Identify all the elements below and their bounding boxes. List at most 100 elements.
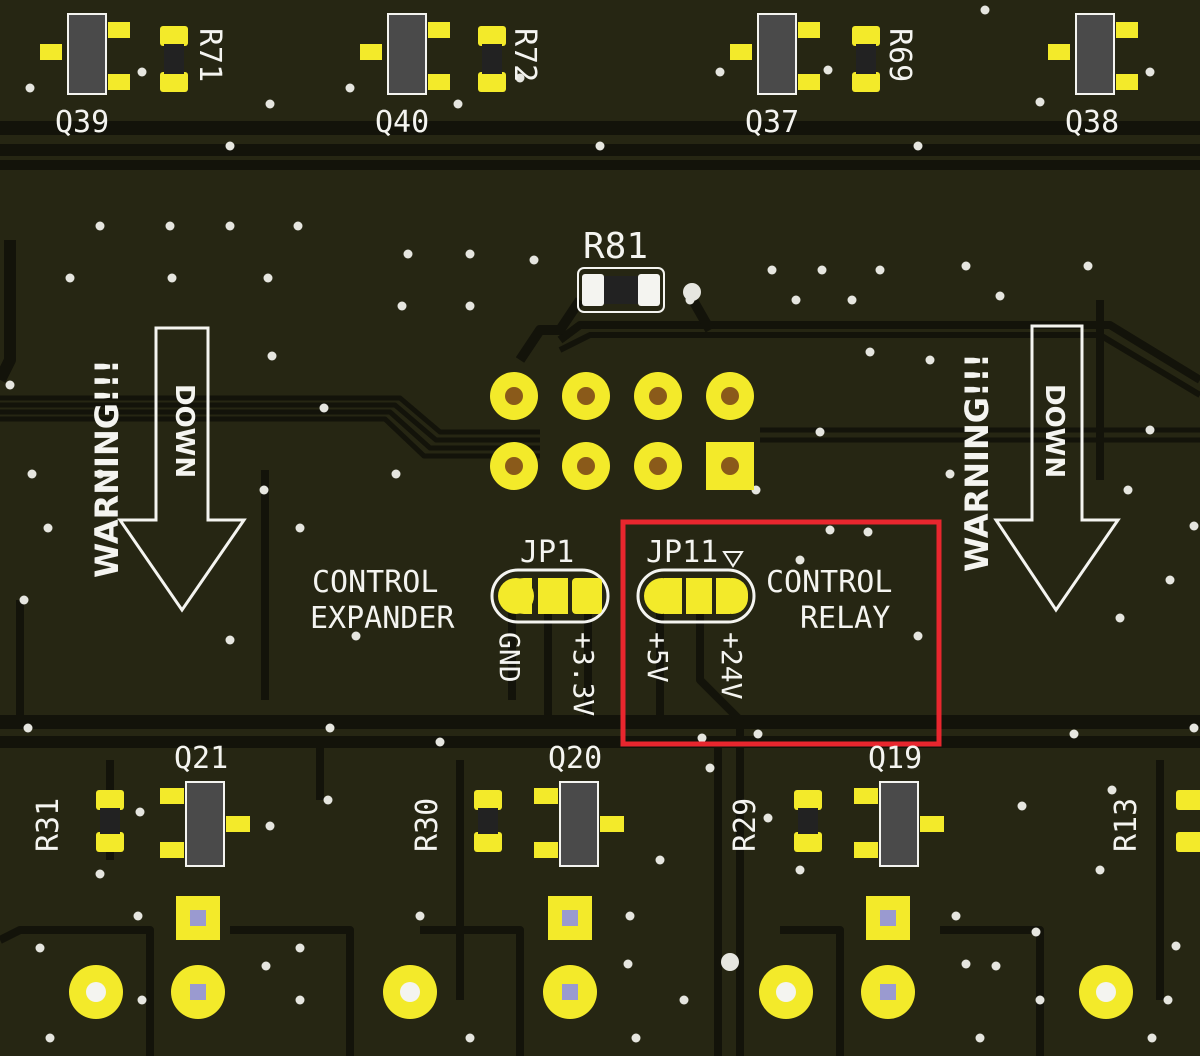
via <box>1163 995 1173 1005</box>
via <box>319 403 329 413</box>
jp11-pin-5v: +5V <box>641 632 674 683</box>
via <box>623 959 633 969</box>
via <box>415 911 425 921</box>
transistor-q39 <box>40 13 130 95</box>
via <box>767 265 777 275</box>
right-warning-arrow <box>993 324 1121 613</box>
via <box>1171 941 1181 951</box>
via <box>875 265 885 275</box>
transistor-q37 <box>730 13 820 95</box>
via <box>1069 729 1079 739</box>
via <box>351 631 361 641</box>
via <box>961 261 971 271</box>
via <box>225 221 235 231</box>
via <box>265 99 275 109</box>
via <box>795 555 805 565</box>
via <box>1115 613 1125 623</box>
pin1-triangle-icon <box>722 551 744 568</box>
via <box>529 255 539 265</box>
ref-r13: R13 <box>1109 798 1144 852</box>
via <box>1031 927 1041 937</box>
via <box>267 351 277 361</box>
via <box>951 911 961 921</box>
via <box>753 729 763 739</box>
via <box>27 469 37 479</box>
via <box>515 73 525 83</box>
via <box>391 469 401 479</box>
via <box>631 1033 641 1043</box>
resistor-r13 <box>1176 790 1200 852</box>
via <box>705 763 715 773</box>
via <box>265 821 275 831</box>
via <box>345 83 355 93</box>
ref-q21: Q21 <box>174 741 228 776</box>
via <box>715 67 725 77</box>
via <box>975 1033 985 1043</box>
via <box>679 995 689 1005</box>
via <box>980 5 990 15</box>
via <box>1035 97 1045 107</box>
ref-r71: R71 <box>192 28 227 82</box>
via <box>1017 801 1027 811</box>
via <box>25 83 35 93</box>
via <box>95 221 105 231</box>
via <box>261 961 271 971</box>
via <box>225 141 235 151</box>
via <box>625 911 635 921</box>
via <box>1189 723 1199 733</box>
via <box>925 355 935 365</box>
ref-q20: Q20 <box>548 741 602 776</box>
via <box>961 959 971 969</box>
via <box>1145 425 1155 435</box>
via <box>1083 261 1093 271</box>
bottom-through-hole-pads <box>69 965 1133 1019</box>
via <box>1107 785 1117 795</box>
via <box>225 635 235 645</box>
via <box>295 995 305 1005</box>
transistor-q21 <box>160 781 250 867</box>
via <box>847 295 857 305</box>
transistor-q19 <box>854 781 944 867</box>
via <box>453 99 463 109</box>
jp1-pin-gnd: GND <box>493 632 526 683</box>
pin-header-2x4-icon <box>490 372 754 490</box>
via <box>1145 67 1155 77</box>
via <box>43 523 53 533</box>
via <box>325 723 335 733</box>
via <box>263 273 273 283</box>
ref-r31: R31 <box>31 798 66 852</box>
resistor-r31 <box>96 790 124 852</box>
via <box>135 807 145 817</box>
ref-jp1: JP1 <box>520 535 574 570</box>
resistor-r29 <box>794 790 822 852</box>
left-warning-arrow <box>117 326 247 613</box>
via <box>1095 865 1105 875</box>
via <box>1147 1033 1157 1043</box>
via <box>595 141 605 151</box>
via <box>1189 521 1199 531</box>
via <box>95 869 105 879</box>
transistor-q38 <box>1048 13 1138 95</box>
via-dots <box>5 5 1199 1043</box>
jp1-pin-3v3: +3.3V <box>567 632 600 716</box>
ref-r30: R30 <box>410 798 445 852</box>
via <box>35 943 45 953</box>
left-arrow-down-text: DOWN <box>169 384 199 478</box>
ref-r81: R81 <box>583 226 648 267</box>
via <box>791 295 801 305</box>
via <box>825 525 835 535</box>
via <box>19 595 29 605</box>
via <box>137 995 147 1005</box>
led-pad-q21 <box>176 896 220 940</box>
ref-q40: Q40 <box>375 105 429 140</box>
via <box>795 865 805 875</box>
jumper-jp1 <box>490 568 610 624</box>
via <box>465 249 475 259</box>
via <box>435 737 445 747</box>
jp1-label-control: CONTROL <box>312 565 438 600</box>
via <box>913 141 923 151</box>
via <box>295 523 305 533</box>
jp11-label-relay: RELAY <box>800 601 890 636</box>
via <box>1165 575 1175 585</box>
